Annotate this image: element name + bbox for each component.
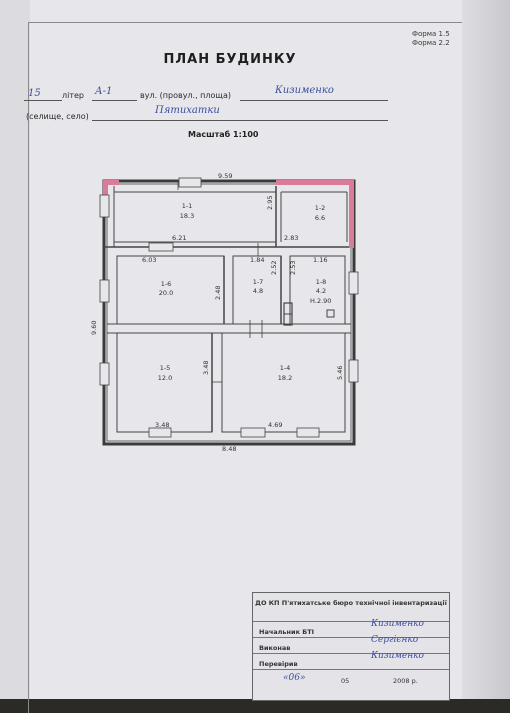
village-line <box>92 120 388 121</box>
stamp-divider <box>253 653 449 654</box>
letter-label: літер <box>62 91 84 100</box>
veranda-highlight <box>103 180 354 248</box>
room-4-area: 18.2 <box>278 374 292 382</box>
title-block: ДО КП П'ятихатське бюро технічної інвент… <box>252 592 450 701</box>
executor-signature: Сергієнко <box>371 635 419 645</box>
dim-room7: 1.84 <box>250 256 264 264</box>
date-month: 05 <box>341 677 350 685</box>
dim-room2: 2.83 <box>284 234 298 242</box>
room-labels: 1-1 18.3 1-2 6.6 1-6 20.0 1-7 4.8 1-8 4.… <box>158 202 327 382</box>
dim-width-bottom: 8.48 <box>222 445 236 453</box>
dim-room6-right: 2.48 <box>214 286 222 300</box>
room-5-number: 1-5 <box>160 364 171 372</box>
street-label: вул. (провул., площа) <box>140 91 231 100</box>
room-4-number: 1-4 <box>280 364 291 372</box>
street-value: Кизименко <box>275 85 334 96</box>
dim-room6: 6.03 <box>142 256 156 264</box>
address-number: 15 <box>28 88 41 99</box>
dim-room4-right: 5.46 <box>336 366 344 380</box>
room-6-area: 20.0 <box>159 289 173 297</box>
dim-room8-left: 2.53 <box>289 261 297 275</box>
dim-room4-bottom: 4.69 <box>268 421 282 429</box>
street-line <box>240 100 388 101</box>
address-number-line <box>24 100 62 101</box>
head-label: Начальник БТІ <box>259 628 315 636</box>
dim-room5-right: 3.48 <box>202 361 210 375</box>
room-1-number: 1-1 <box>182 202 193 210</box>
room-6-number: 1-6 <box>161 280 172 288</box>
dim-room5-bottom: 3.48 <box>155 421 169 429</box>
room-5 <box>116 332 213 433</box>
room-2-area: 6.6 <box>315 214 325 222</box>
dim-veranda: 6.21 <box>172 234 186 242</box>
dim-height-left: 9.60 <box>90 321 98 335</box>
dim-room7-right: 2.52 <box>270 261 278 275</box>
head-signature: Кизименко <box>371 619 424 629</box>
date-year: 2008 р. <box>393 677 418 685</box>
executor-label: Виконав <box>259 644 291 652</box>
bureau-name: ДО КП П'ятихатське бюро технічної інвент… <box>255 599 447 607</box>
windows <box>99 177 359 438</box>
chimney <box>326 309 335 318</box>
letter-line <box>92 100 137 101</box>
checker-signature: Кизименко <box>371 651 424 661</box>
outer-wall <box>102 179 356 446</box>
page-frame <box>28 22 465 713</box>
scale-label: Масштаб 1:100 <box>188 130 259 139</box>
room-7-area: 4.8 <box>253 287 263 295</box>
room-1-area: 18.3 <box>180 212 194 220</box>
village-value: Пятихатки <box>155 105 220 116</box>
dim-stove: Н.2.90 <box>310 297 331 305</box>
village-label: (селище, село) <box>26 112 89 121</box>
dimension-labels: 9.59 6.21 2.83 6.03 1.84 1.16 Н.2.90 3.4… <box>90 172 344 453</box>
outer-wall-inner <box>106 183 352 442</box>
room-8-area: 4.2 <box>316 287 326 295</box>
room-8-number: 1-8 <box>316 278 327 286</box>
form-number-1: Форма 1.5 <box>412 30 450 38</box>
dim-width-top: 9.59 <box>218 172 232 180</box>
room-7-number: 1-7 <box>253 278 264 286</box>
page-title: ПЛАН БУДИНКУ <box>163 52 297 67</box>
doors <box>177 180 263 383</box>
room-2-number: 1-2 <box>315 204 326 212</box>
letter-value: А-1 <box>95 86 113 97</box>
dim-room2-left: 2.95 <box>266 196 274 210</box>
date-day: «06» <box>283 673 306 683</box>
room-4 <box>221 332 346 433</box>
dim-room8: 1.16 <box>313 256 327 264</box>
room-5-area: 12.0 <box>158 374 172 382</box>
stamp-divider <box>253 669 449 670</box>
stamp-divider <box>253 637 449 638</box>
form-number-2: Форма 2.2 <box>412 39 450 47</box>
stamp-divider <box>253 621 449 622</box>
checker-label: Перевірив <box>259 660 298 668</box>
